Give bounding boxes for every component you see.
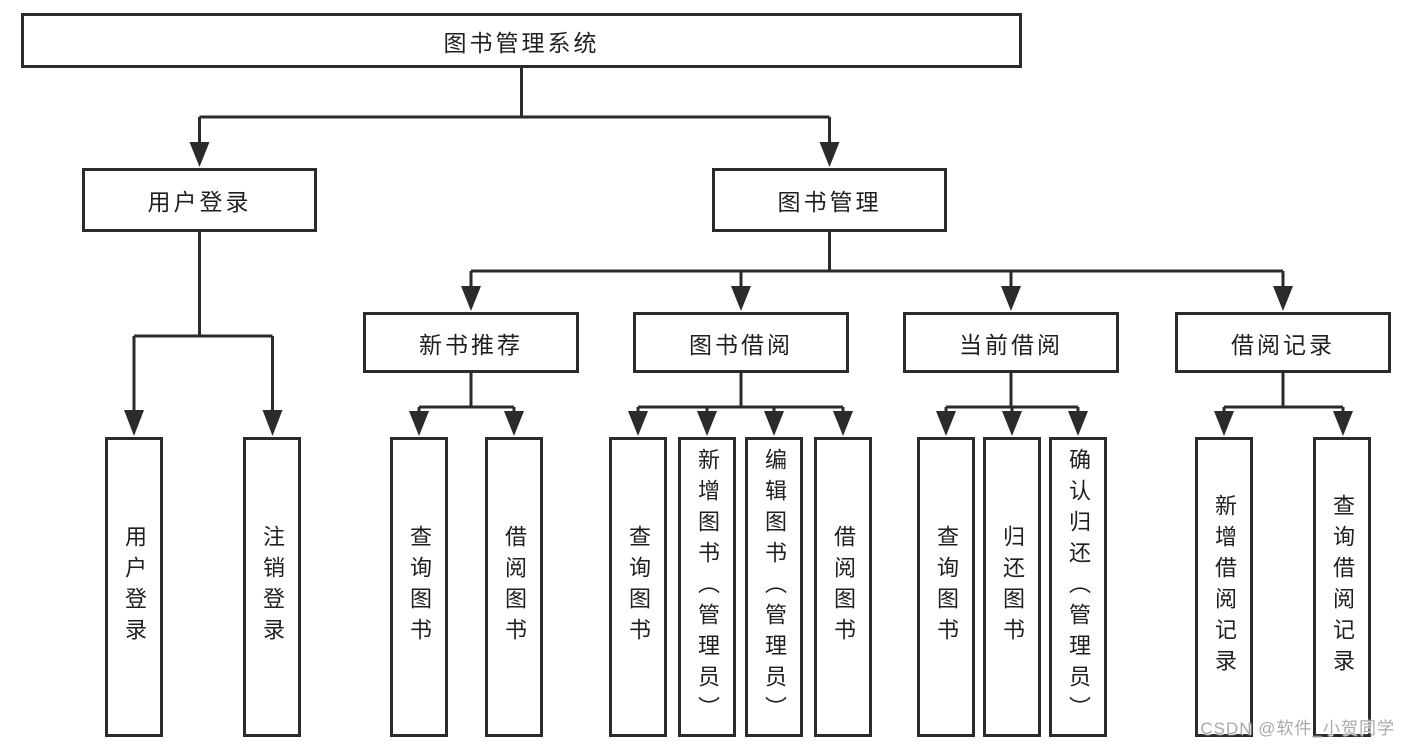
node-root: 图书管理系统 (21, 13, 1022, 68)
leaf-cb-return-books: 归还图书 (983, 437, 1041, 737)
connector-user-login-to-leaves (124, 232, 283, 436)
leaf-cb-query-books: 查询图书 (917, 437, 975, 737)
leaf-user-login: 用户登录 (105, 437, 163, 737)
leaf-bb-edit-books: 编辑图书（管理员） (745, 437, 803, 737)
node-current-borrow-label: 当前借阅 (959, 331, 1063, 358)
leaf-bb-query-books: 查询图书 (609, 437, 667, 737)
leaf-nbr-query-books-label: 查询图书 (407, 525, 432, 649)
node-current-borrow: 当前借阅 (903, 312, 1119, 373)
leaf-bb-edit-books-label: 编辑图书（管理员） (762, 447, 787, 727)
connector-borrow-record-to-leaves (1214, 373, 1353, 436)
leaf-bb-add-books-label: 新增图书（管理员） (695, 447, 720, 727)
leaf-bb-borrow-books: 借阅图书 (814, 437, 872, 737)
node-book-borrow-label: 图书借阅 (689, 331, 793, 358)
leaf-br-add-record-label: 新增借阅记录 (1212, 494, 1237, 680)
leaf-nbr-borrow-books-label: 借阅图书 (502, 525, 527, 649)
leaf-nbr-borrow-books: 借阅图书 (485, 437, 543, 737)
leaf-cb-confirm-return-label: 确认归还（管理员） (1066, 447, 1091, 727)
node-book-mgmt: 图书管理 (712, 168, 947, 232)
node-borrow-record-label: 借阅记录 (1231, 331, 1335, 358)
leaf-br-query-record-label: 查询借阅记录 (1330, 494, 1355, 680)
node-book-mgmt-label: 图书管理 (777, 189, 882, 215)
connector-root-to-level2 (189, 68, 840, 167)
leaf-nbr-query-books: 查询图书 (390, 437, 448, 737)
leaf-bb-add-books: 新增图书（管理员） (678, 437, 736, 737)
connector-current-borrow-to-leaves (936, 373, 1088, 436)
leaf-cb-query-books-label: 查询图书 (934, 525, 959, 649)
node-user-login: 用户登录 (82, 168, 317, 232)
connector-book-mgmt-to-level3 (461, 232, 1293, 311)
leaf-bb-borrow-books-label: 借阅图书 (831, 525, 856, 649)
leaf-logout: 注销登录 (243, 437, 301, 737)
node-new-book-rec: 新书推荐 (363, 312, 579, 373)
leaf-logout-label: 注销登录 (260, 525, 285, 649)
leaf-cb-return-books-label: 归还图书 (1000, 525, 1025, 649)
connector-new-book-rec-to-leaves (409, 373, 524, 436)
node-new-book-rec-label: 新书推荐 (419, 331, 523, 358)
node-borrow-record: 借阅记录 (1175, 312, 1391, 373)
node-root-label: 图书管理系统 (443, 29, 600, 56)
csdn-watermark: CSDN @软件_小贺同学 (1200, 719, 1395, 738)
leaf-br-add-record: 新增借阅记录 (1195, 437, 1253, 737)
leaf-br-query-record: 查询借阅记录 (1313, 437, 1371, 737)
leaf-cb-confirm-return: 确认归还（管理员） (1049, 437, 1107, 737)
connector-book-borrow-to-leaves (628, 373, 853, 436)
node-user-login-label: 用户登录 (147, 189, 252, 215)
leaf-bb-query-books-label: 查询图书 (626, 525, 651, 649)
node-book-borrow: 图书借阅 (633, 312, 849, 373)
leaf-user-login-label: 用户登录 (122, 525, 147, 649)
